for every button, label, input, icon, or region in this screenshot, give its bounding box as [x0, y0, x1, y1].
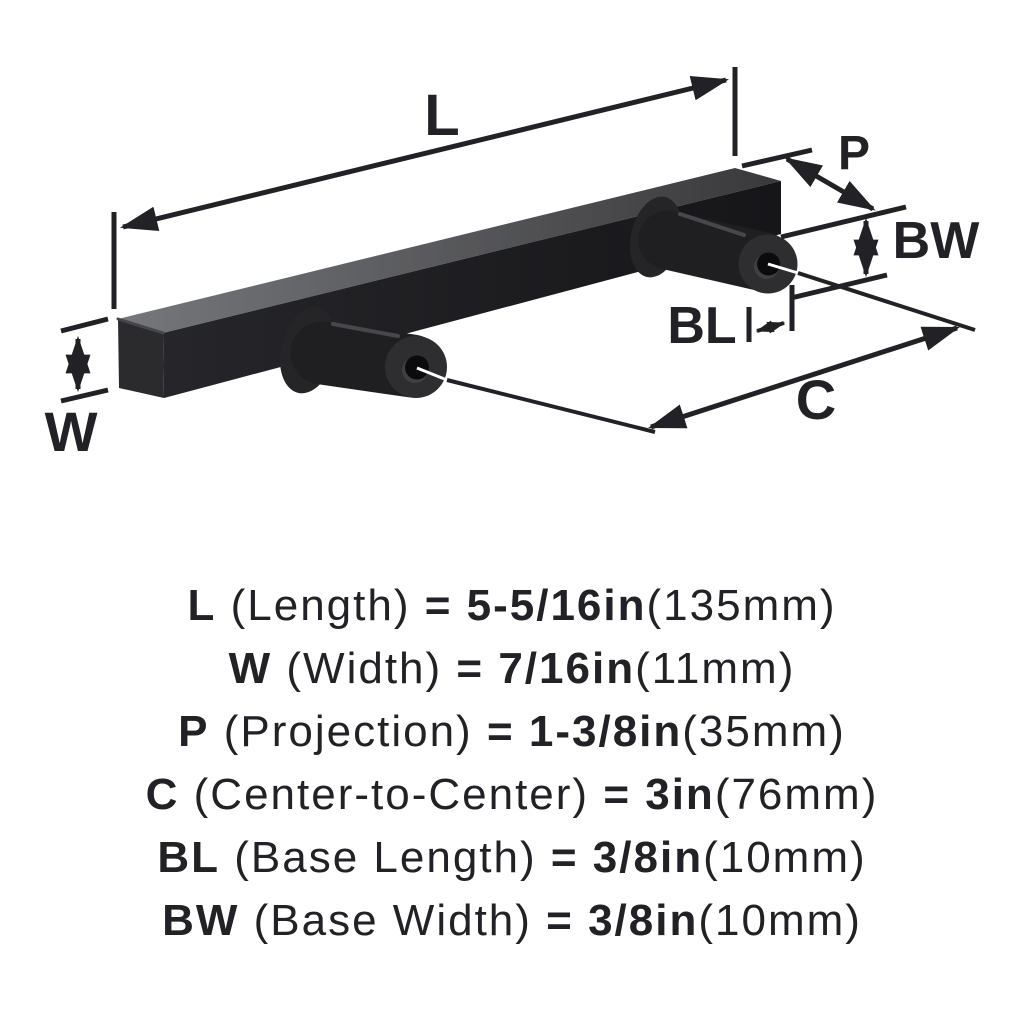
spec-metric: (11mm) — [635, 644, 796, 693]
bar-left-end-cap — [118, 319, 164, 398]
witness-line — [797, 271, 976, 332]
spec-value: = 7/16in — [456, 644, 636, 693]
dimension-width: W — [45, 316, 109, 463]
screw-axis-leader-right — [767, 262, 799, 275]
post-top-highlight — [331, 322, 400, 338]
dimension-base-width: BW — [780, 204, 981, 301]
dimension-arrow-l — [119, 75, 730, 232]
witness-line — [446, 378, 656, 434]
dimension-label-c: C — [796, 368, 836, 431]
spec-symbol: C — [145, 770, 180, 819]
dimension-label-bl: BL — [667, 297, 736, 355]
spec-descriptor: (Base Width) — [253, 896, 532, 945]
spec-metric: (135mm) — [646, 581, 837, 630]
spec-symbol: P — [178, 707, 210, 756]
dimension-label-w: W — [45, 400, 98, 463]
spec-symbol: W — [228, 644, 273, 693]
dimension-label-l: L — [424, 83, 459, 148]
spec-value: = 3in — [603, 770, 715, 819]
spec-metric: (10mm) — [698, 896, 862, 945]
dimension-base-length: BL — [667, 285, 795, 355]
spec-row-base-length: BL (Base Length) = 3/8in(10mm) — [0, 826, 1024, 889]
spec-value: = 5-5/16in — [424, 581, 647, 630]
spec-descriptor: (Projection) — [223, 707, 473, 756]
spec-descriptor: (Width) — [286, 644, 443, 693]
spec-metric: (76mm) — [714, 770, 879, 819]
dimension-arrow-c — [648, 325, 960, 430]
witness-tick — [60, 316, 109, 334]
witness-tick — [60, 387, 109, 404]
spec-value: = 3/8in — [546, 896, 699, 945]
dimension-projection: P — [741, 127, 876, 212]
spec-value: = 1-3/8in — [486, 707, 683, 756]
spec-value: = 3/8in — [550, 833, 704, 882]
spec-row-base-width: BW (Base Width) = 3/8in(10mm) — [0, 889, 1024, 952]
dimension-annotations: L P BW BL — [45, 67, 981, 463]
spec-symbol: BL — [157, 833, 221, 882]
dimension-label-p: P — [838, 127, 870, 180]
spec-descriptor: (Base Length) — [234, 833, 537, 882]
dimension-center-to-center: C — [416, 262, 976, 434]
dimension-arrow-bl — [755, 320, 786, 334]
spec-metric: (35mm) — [682, 707, 846, 756]
bar-left-cap-edge-highlight — [116, 317, 165, 335]
screw-hole-left — [405, 355, 429, 380]
spec-metric: (10mm) — [703, 833, 867, 882]
spec-symbol: BW — [162, 896, 240, 945]
witness-line — [780, 204, 907, 240]
witness-line — [741, 147, 813, 169]
spec-row-projection: P (Projection) = 1-3/8in(35mm) — [0, 700, 1024, 763]
spec-descriptor: (Length) — [230, 581, 411, 630]
dimension-spec-list: L (Length) = 5-5/16in(135mm) W (Width) =… — [0, 574, 1024, 952]
dimension-length: L — [111, 67, 738, 309]
dimension-arrow-p — [784, 156, 876, 212]
dimension-label-bw: BW — [893, 212, 981, 270]
spec-symbol: L — [187, 581, 217, 630]
spec-row-length: L (Length) = 5-5/16in(135mm) — [0, 574, 1024, 637]
spec-row-width: W (Width) = 7/16in(11mm) — [0, 637, 1024, 700]
spec-row-center-to-center: C (Center-to-Center) = 3in(76mm) — [0, 763, 1024, 826]
mounting-post-left — [279, 306, 447, 398]
dimension-diagram: L P BW BL — [45, 67, 981, 463]
screw-axis-leader-left — [416, 366, 448, 382]
spec-descriptor: (Center-to-Center) — [193, 770, 590, 819]
